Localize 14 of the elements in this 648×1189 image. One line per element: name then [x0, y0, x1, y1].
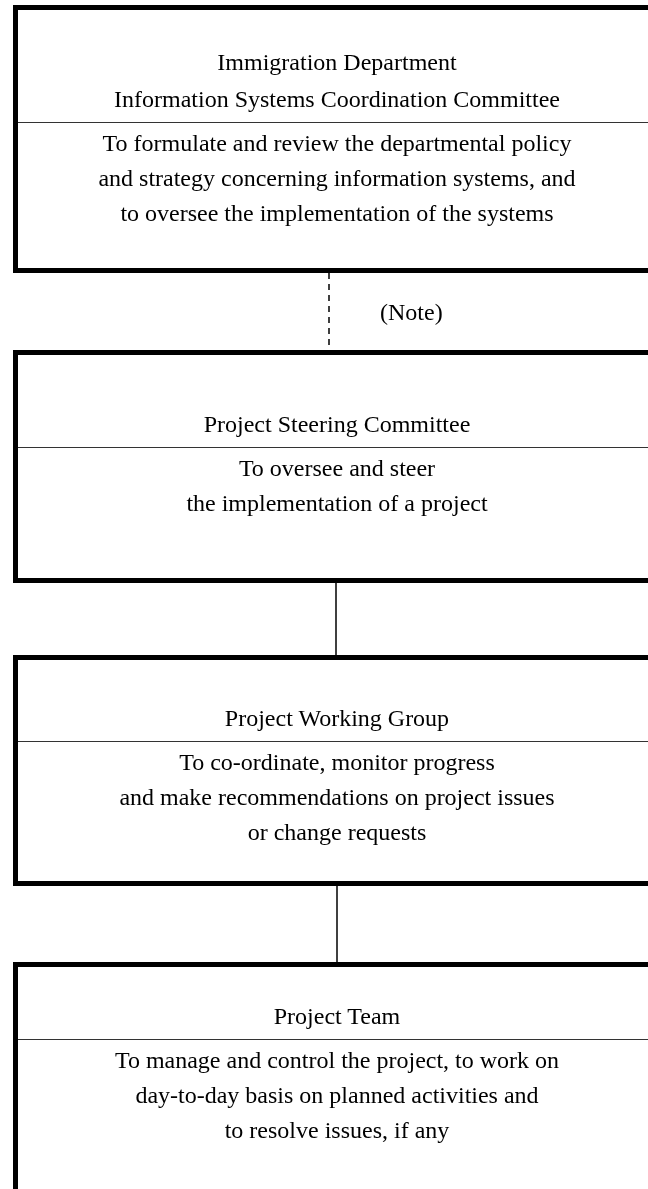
role-description: To oversee and steer the implementation of a project	[185, 454, 489, 518]
committee-box	[13, 655, 648, 886]
connector-line	[335, 582, 337, 656]
committee-name: Project Working Group	[223, 704, 451, 733]
committee-name: Project Team	[272, 1002, 402, 1031]
role-description: To formulate and review the departmental policy and strategy concerning information systems, and to oversee the implementation of the systems	[97, 129, 577, 228]
committee-box	[13, 962, 648, 1189]
role-description: To manage and control the project, to work on day-to-day basis on planned activities and to resolve issues, if any	[113, 1046, 561, 1145]
connector-line	[336, 885, 338, 963]
committee-name: Immigration Department Information Systems Coordination Committee	[113, 48, 561, 114]
committee-box	[13, 5, 648, 273]
committee-name: Project Steering Committee	[202, 410, 472, 439]
committee-box	[13, 350, 648, 583]
role-description: To co-ordinate, monitor progress and make recommendations on project issues or change requests	[118, 748, 556, 847]
